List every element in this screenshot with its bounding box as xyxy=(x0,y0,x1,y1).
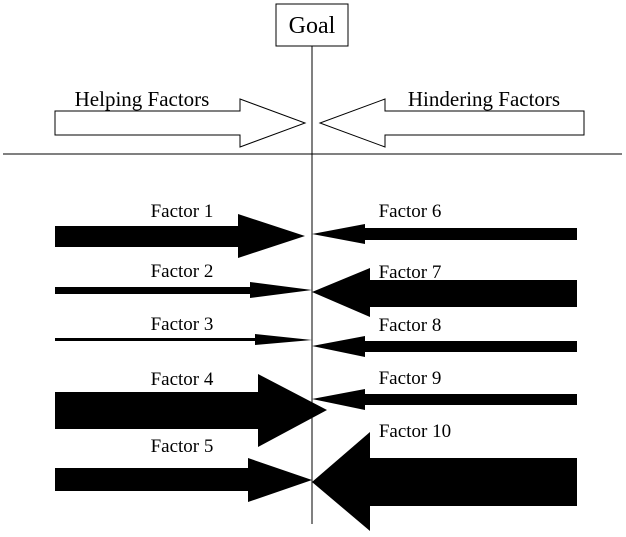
goal-label: Goal xyxy=(289,13,336,39)
hindering-factor-8: Factor 8 xyxy=(312,315,577,357)
hindering-factor-7: Factor 7 xyxy=(312,262,577,317)
helping-factor-2-arrow xyxy=(55,282,312,298)
hindering-factor-10-label: Factor 10 xyxy=(379,421,451,442)
hindering-factor-6: Factor 6 xyxy=(312,201,577,244)
helping-factor-3-label: Factor 3 xyxy=(151,314,214,335)
hindering-factor-9: Factor 9 xyxy=(312,368,577,410)
hindering-factor-10-arrow xyxy=(312,432,577,531)
hindering-factor-8-label: Factor 8 xyxy=(379,315,442,336)
hindering-factor-6-arrow xyxy=(312,224,577,244)
helping-factor-1-arrow xyxy=(55,214,305,258)
helping-factor-4-arrow xyxy=(55,374,327,447)
helping-factor-3-arrow xyxy=(55,334,312,345)
helping-factor-2-label: Factor 2 xyxy=(151,261,214,282)
hindering-factor-7-label: Factor 7 xyxy=(379,262,442,283)
helping-factor-5-arrow xyxy=(55,458,312,502)
hindering-factor-9-label: Factor 9 xyxy=(379,368,442,389)
helping-factors-header: Helping Factors xyxy=(75,87,210,111)
helping-factor-1-label: Factor 1 xyxy=(151,201,214,222)
helping-factor-4: Factor 4 xyxy=(55,369,327,447)
hindering-factor-7-arrow xyxy=(312,268,577,317)
helping-header-arrow xyxy=(54,98,307,148)
hindering-factor-6-label: Factor 6 xyxy=(379,201,442,222)
helping-factor-2: Factor 2 xyxy=(55,261,312,298)
hindering-factor-10: Factor 10 xyxy=(312,421,577,531)
hindering-factors-header: Hindering Factors xyxy=(408,87,560,111)
goal-box xyxy=(275,3,349,47)
hindering-factor-9-arrow xyxy=(312,389,577,410)
hindering-header-arrow xyxy=(318,98,585,148)
hindering-factor-8-arrow xyxy=(312,336,577,357)
helping-factor-5-label: Factor 5 xyxy=(151,436,214,457)
helping-factor-5: Factor 5 xyxy=(55,436,312,502)
helping-factor-1: Factor 1 xyxy=(55,201,305,258)
helping-factor-4-label: Factor 4 xyxy=(151,369,214,390)
helping-factor-3: Factor 3 xyxy=(55,314,312,345)
